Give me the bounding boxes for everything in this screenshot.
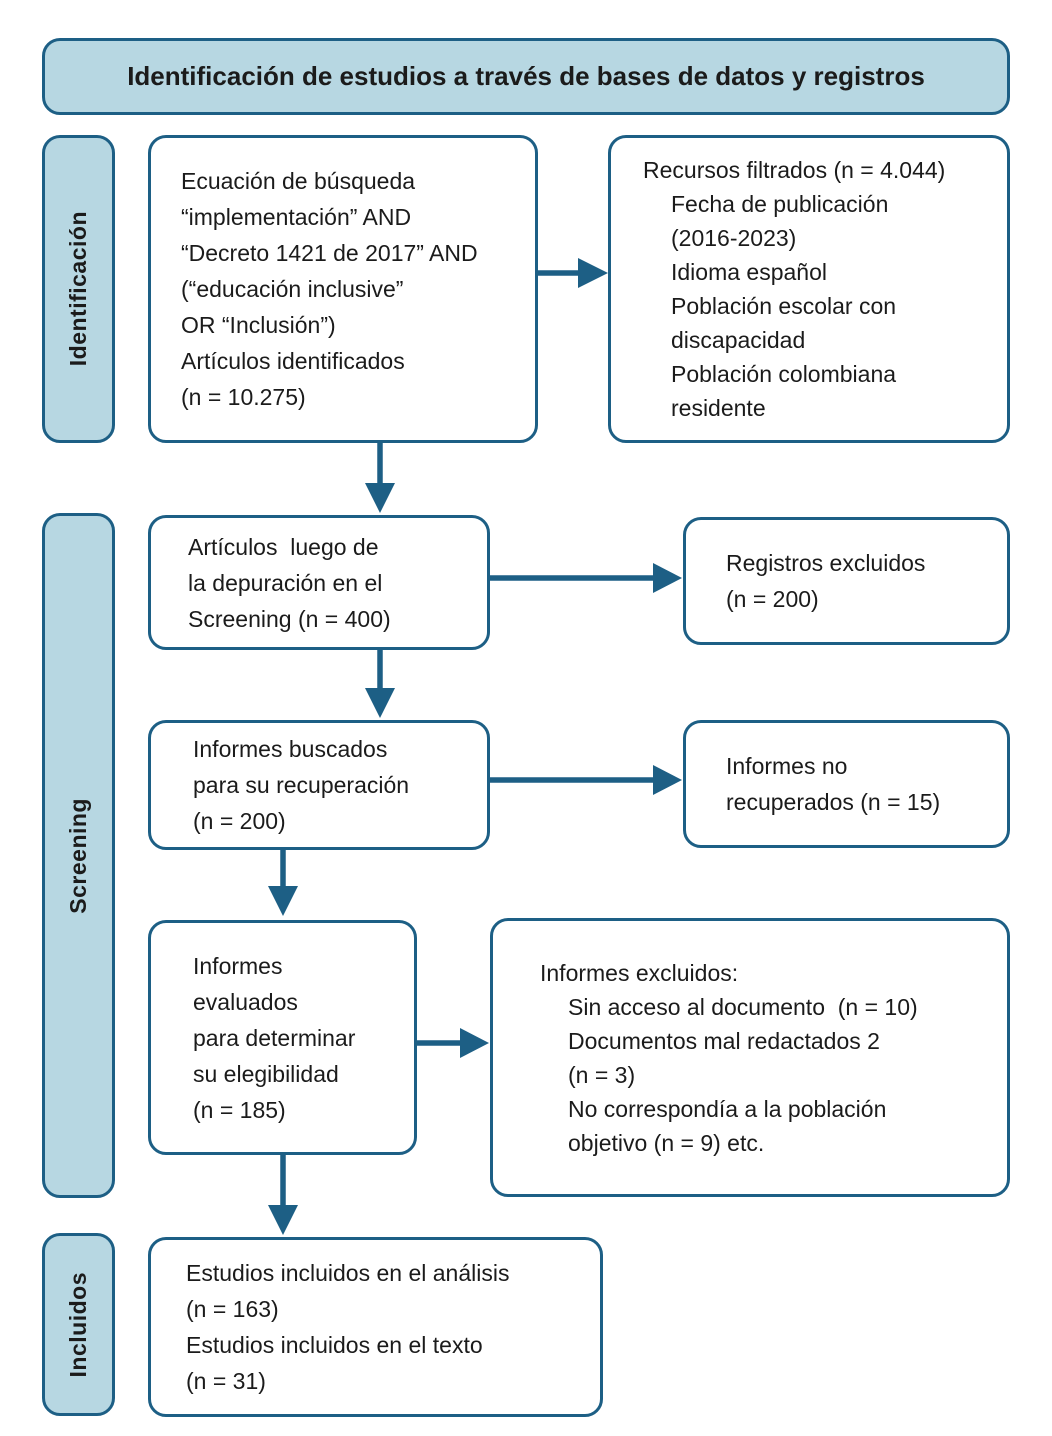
box-line: (n = 163) [186, 1296, 279, 1322]
box-line: Informes buscados [193, 736, 388, 762]
box-line: (n = 200) [193, 808, 286, 834]
arrow-screened-to-excluded [490, 563, 682, 593]
box-line: objetivo (n = 9) etc. [568, 1129, 765, 1156]
box-line: recuperados (n = 15) [726, 789, 941, 815]
stage-label-text: Screening [65, 797, 91, 914]
box-line: Informes excluidos: [540, 959, 739, 986]
box-line: Sin acceso al documento (n = 10) [568, 993, 918, 1020]
box-line: (n = 3) [568, 1061, 636, 1088]
box-line: (n = 10.275) [181, 384, 306, 410]
box-line: Artículos luego de [188, 533, 379, 560]
box-reports-assessed: Informes evaluados para determinar su el… [148, 920, 417, 1155]
box-line: para determinar [193, 1024, 356, 1051]
box-line: Artículos identificados [181, 348, 405, 374]
stage-label-incluidos: Incluidos [42, 1233, 115, 1416]
box-line: Idioma español [671, 259, 827, 285]
box-line: Registros excluidos [726, 550, 926, 576]
stage-label-text: Incluidos [65, 1271, 91, 1378]
box-records-excluded: Registros excluidos (n = 200) [683, 517, 1010, 645]
box-studies-included: Estudios incluidos en el análisis (n = 1… [148, 1237, 603, 1417]
box-line: Estudios incluidos en el análisis [186, 1260, 510, 1286]
box-after-screening: Artículos luego de la depuración en el S… [148, 515, 490, 650]
box-line: su elegibilidad [193, 1060, 339, 1087]
box-line: (2016-2023) [671, 225, 797, 251]
box-reports-sought: Informes buscados para su recuperación (… [148, 720, 490, 850]
box-line: Fecha de publicación [671, 191, 889, 217]
stage-label-screening: Screening [42, 513, 115, 1198]
box-line: la depuración en el [188, 569, 383, 596]
box-reports-excluded: Informes excluidos: Sin acceso al docume… [490, 918, 1010, 1197]
box-line: Documentos mal redactados 2 [568, 1027, 880, 1054]
arrow-sought-to-assessed [268, 850, 298, 916]
diagram-title: Identificación de estudios a través de b… [42, 38, 1010, 115]
stage-label-identificacion: Identificación [42, 135, 115, 443]
box-line: (n = 185) [193, 1096, 286, 1123]
box-line: evaluados [193, 988, 298, 1015]
box-search-equation: Ecuación de búsqueda “implementación” AN… [148, 135, 538, 443]
box-line: Población escolar con [671, 293, 897, 319]
box-line: No correspondía a la población [568, 1095, 887, 1122]
arrow-search-to-screened [365, 443, 395, 513]
box-line: Informes [193, 952, 283, 979]
box-line: (n = 200) [726, 586, 819, 612]
box-line: “implementación” AND [181, 204, 412, 230]
box-line: Ecuación de búsqueda [181, 168, 416, 194]
arrow-search-to-filtered [538, 258, 608, 288]
arrow-assessed-to-included [268, 1155, 298, 1235]
arrow-screened-to-sought [365, 650, 395, 718]
box-line: (“educación inclusive” [181, 276, 404, 302]
box-line: Informes no [726, 753, 848, 779]
box-line: discapacidad [671, 327, 806, 353]
stage-label-text: Identificación [65, 211, 91, 367]
box-line: OR “Inclusión”) [181, 312, 336, 338]
box-line: para su recuperación [193, 772, 410, 798]
box-line: Recursos filtrados (n = 4.044) [643, 157, 946, 183]
box-not-retrieved: Informes no recuperados (n = 15) [683, 720, 1010, 848]
box-line: Estudios incluidos en el texto [186, 1332, 483, 1358]
box-line: (n = 31) [186, 1368, 266, 1394]
arrow-sought-to-notretrieved [490, 765, 682, 795]
box-line: Población colombiana [671, 361, 897, 387]
box-line: “Decreto 1421 de 2017” AND [181, 240, 478, 266]
box-line: Screening (n = 400) [188, 605, 391, 632]
box-line: residente [671, 395, 766, 421]
box-filtered-resources: Recursos filtrados (n = 4.044) Fecha de … [608, 135, 1010, 443]
arrow-assessed-to-reportsexcluded [417, 1028, 489, 1058]
diagram-title-text: Identificación de estudios a través de b… [127, 61, 925, 91]
